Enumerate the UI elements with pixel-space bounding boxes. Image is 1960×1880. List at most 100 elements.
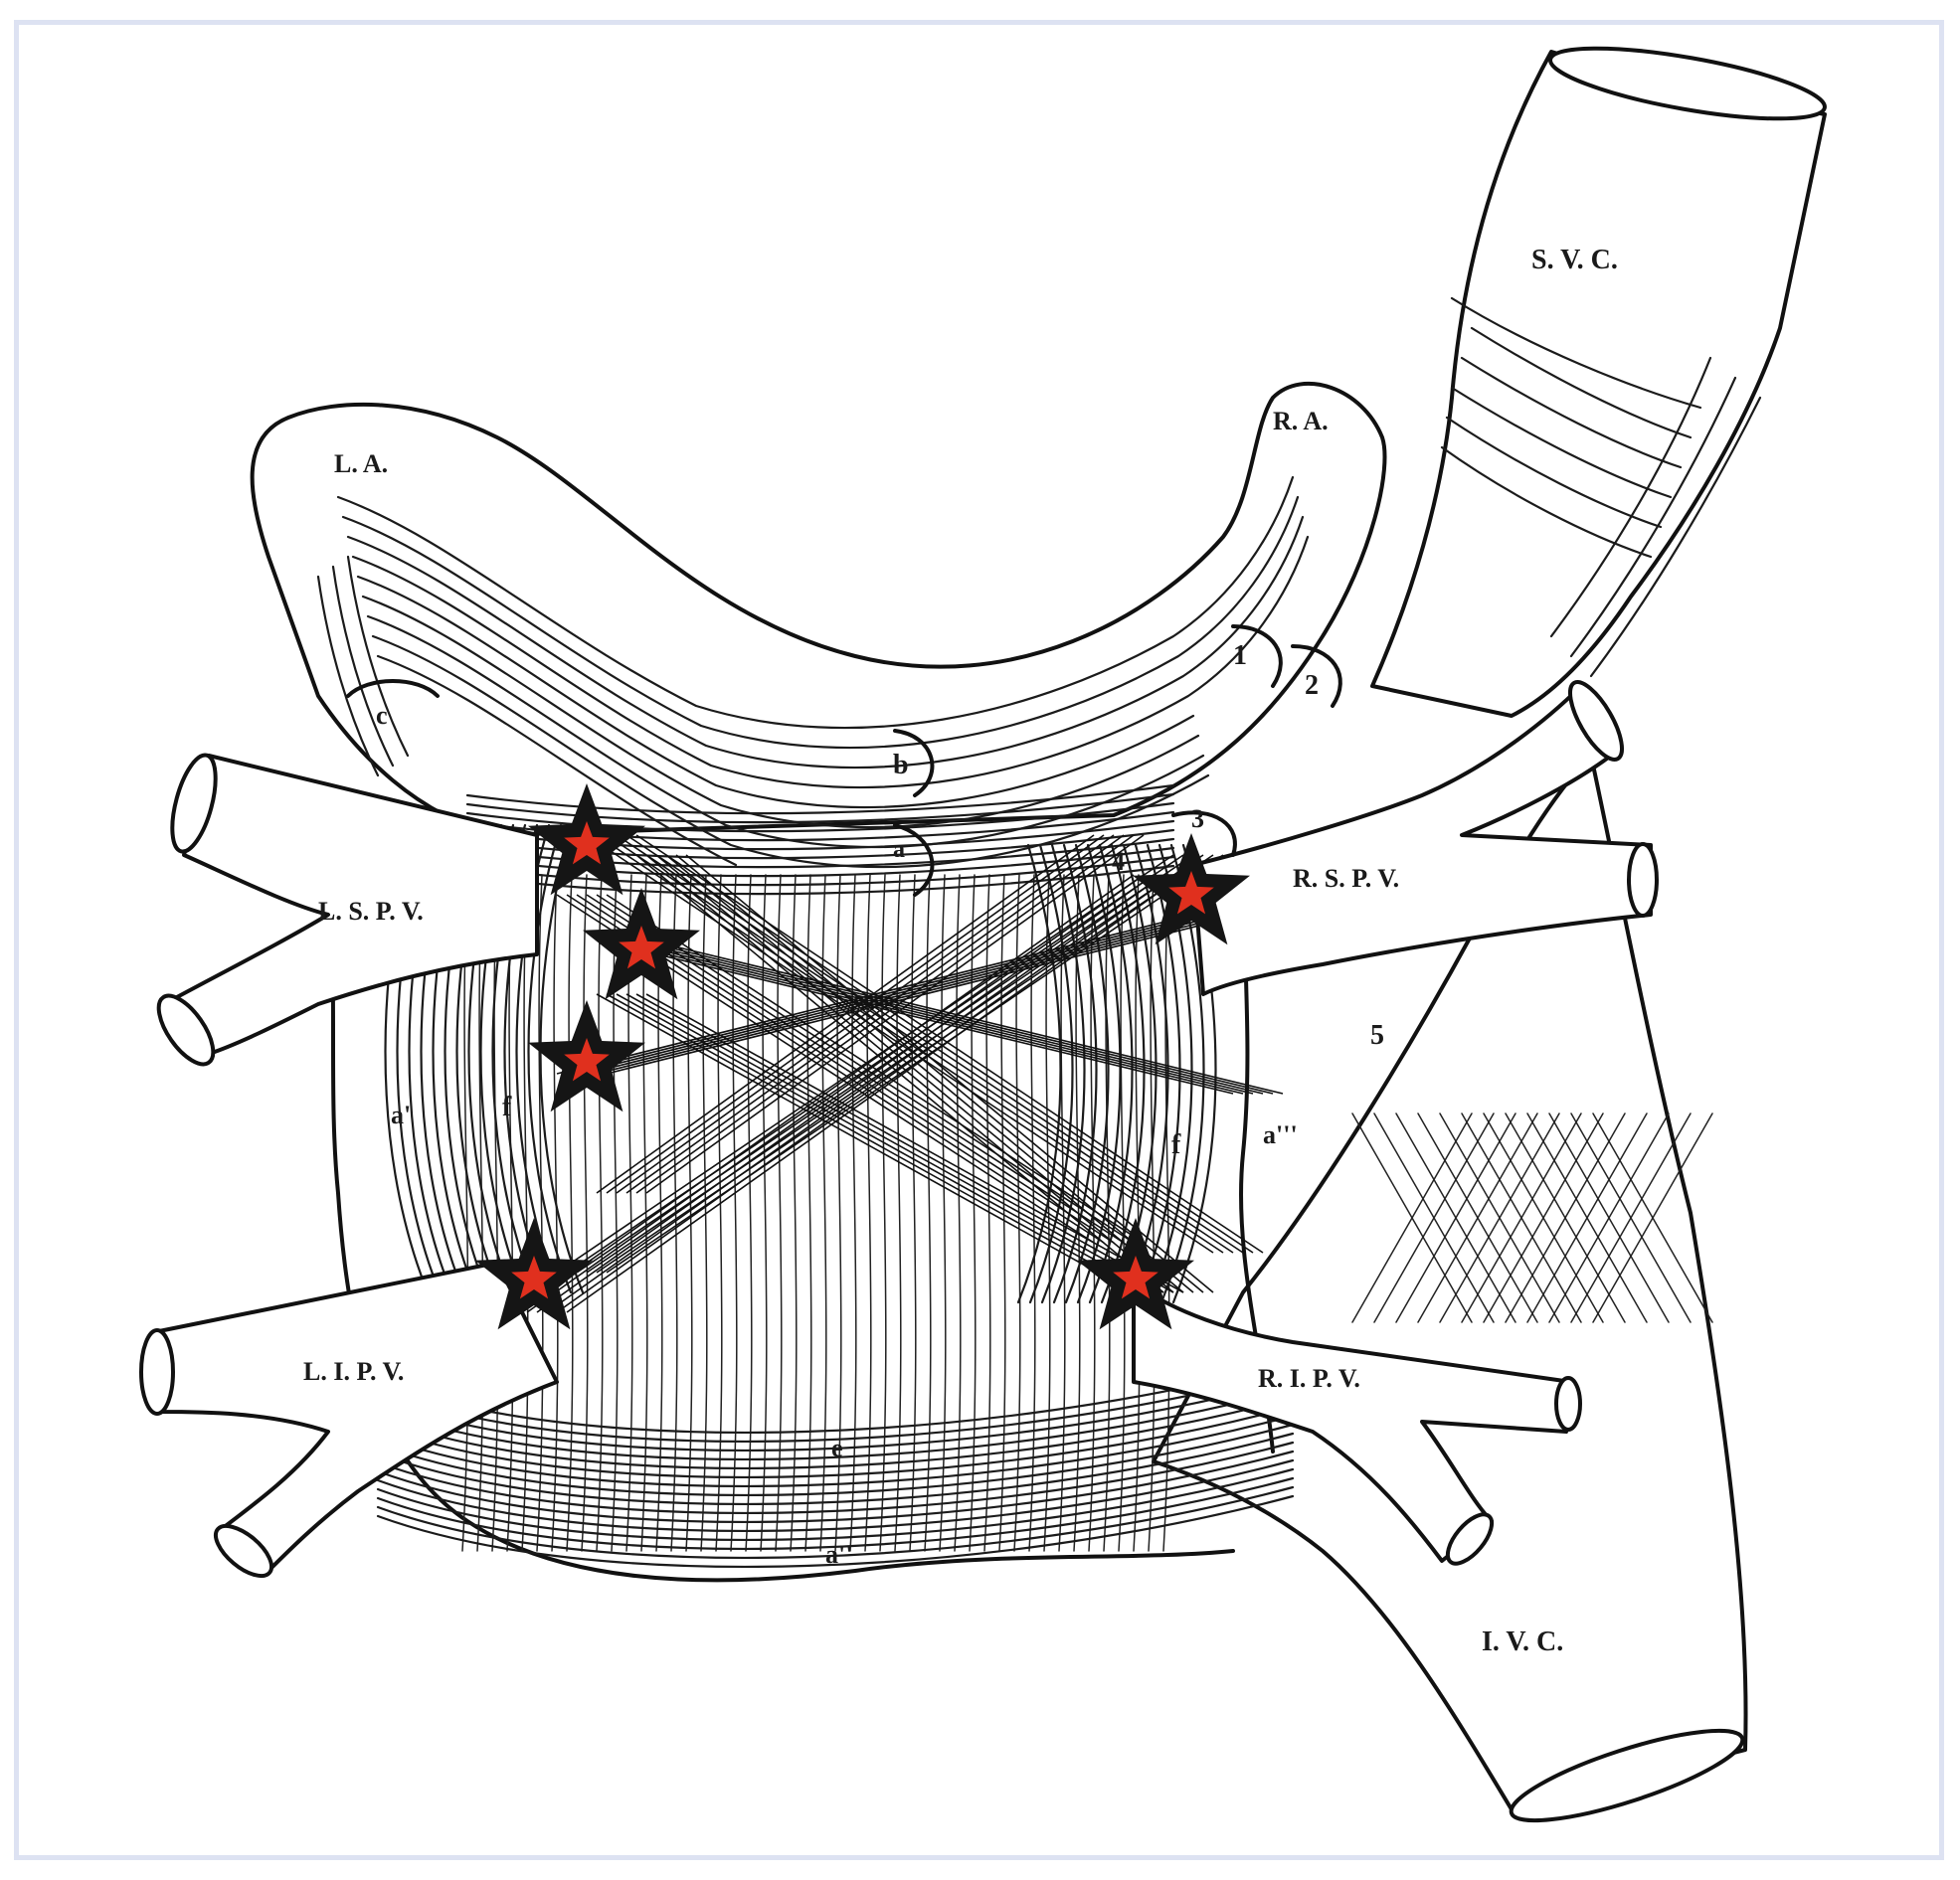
fiber-line bbox=[376, 1458, 1295, 1532]
fiber-line bbox=[596, 874, 604, 1552]
bundle-c-label: c bbox=[376, 701, 388, 730]
bundle-brackets bbox=[346, 624, 1342, 897]
ra-label: R. A. bbox=[1273, 407, 1329, 435]
fiber-line bbox=[625, 943, 1244, 1095]
fiber-line bbox=[536, 874, 544, 1552]
bundle-a-bottom-label: a'' bbox=[825, 1540, 852, 1569]
fiber-line bbox=[376, 1405, 1295, 1478]
fiber-line bbox=[909, 874, 917, 1552]
fiber-line bbox=[849, 874, 857, 1552]
star-icon bbox=[583, 888, 700, 1000]
ripv-vessel bbox=[1132, 1281, 1582, 1566]
fiber-line bbox=[576, 854, 1194, 1274]
fiber-line bbox=[1483, 1112, 1604, 1323]
fiber-line bbox=[1136, 843, 1181, 1304]
fiber-line bbox=[606, 834, 1234, 1254]
fiber-line bbox=[625, 993, 1164, 1293]
fiber-line bbox=[1417, 1112, 1538, 1323]
fiber-line bbox=[376, 1494, 1295, 1568]
fiber-line bbox=[376, 1387, 1295, 1460]
bundle-f-right-label: f bbox=[1171, 1129, 1181, 1160]
fiber-line bbox=[616, 943, 1234, 1095]
fiber-line bbox=[596, 854, 1214, 1274]
fiber-line bbox=[730, 874, 738, 1552]
fiber-line bbox=[376, 1485, 1295, 1559]
fiber-line bbox=[939, 874, 947, 1552]
fiber-line bbox=[1088, 874, 1096, 1552]
fiber-line bbox=[645, 834, 1145, 1194]
fiber-line bbox=[606, 894, 1145, 1244]
fiber-line bbox=[1439, 1112, 1560, 1323]
star-icon bbox=[1077, 1218, 1194, 1330]
fiber-line bbox=[586, 894, 1125, 1244]
bundle-f-left-label: f bbox=[502, 1092, 512, 1122]
fiber-line bbox=[551, 874, 559, 1552]
lspv-vessel bbox=[156, 753, 539, 1067]
fiber-line bbox=[376, 1450, 1295, 1523]
rspv-label: R. S. P. V. bbox=[1293, 864, 1399, 893]
ivc-label: I. V. C. bbox=[1482, 1626, 1563, 1657]
fiber-line bbox=[526, 874, 1145, 1313]
bundle-a-label: a bbox=[893, 837, 905, 863]
lspv-label: L. S. P. V. bbox=[318, 897, 424, 926]
fiber-line bbox=[879, 874, 887, 1552]
fiber-line bbox=[556, 914, 1194, 1075]
fiber-line bbox=[606, 854, 1224, 1274]
fiber-line bbox=[376, 1467, 1295, 1541]
fiber-line bbox=[566, 914, 1204, 1075]
fiber-line bbox=[581, 874, 589, 1552]
fiber-line bbox=[665, 854, 1194, 1293]
fiber-line bbox=[376, 1423, 1295, 1496]
fiber-line bbox=[775, 874, 783, 1552]
fiber-line bbox=[954, 874, 962, 1552]
fiber-line bbox=[527, 823, 573, 1294]
fiber-line bbox=[536, 874, 1155, 1313]
star-markers bbox=[475, 783, 1250, 1330]
fiber-line bbox=[491, 874, 499, 1552]
fiber-line bbox=[1570, 1112, 1692, 1323]
fiber-line bbox=[1395, 1112, 1516, 1323]
fiber-line bbox=[1351, 1112, 1473, 1323]
fiber-line bbox=[625, 834, 1125, 1194]
fiber-line bbox=[376, 1414, 1295, 1487]
fiber-line bbox=[1548, 1112, 1670, 1323]
fiber-line bbox=[635, 834, 1135, 1194]
ripv-label: R. I. P. V. bbox=[1258, 1364, 1360, 1393]
star-icon bbox=[1133, 833, 1250, 945]
fiber-line bbox=[465, 801, 1175, 833]
fiber-line bbox=[1373, 1112, 1495, 1323]
fiber-line bbox=[1064, 843, 1110, 1304]
bundle-a-right-label: a''' bbox=[1263, 1120, 1298, 1149]
fiber-line bbox=[476, 874, 484, 1552]
fiber-line bbox=[635, 834, 1264, 1254]
fiber-line bbox=[819, 874, 827, 1552]
atrial-roof bbox=[250, 381, 1387, 869]
fiber-line bbox=[635, 943, 1254, 1095]
star-icon bbox=[528, 1000, 645, 1112]
fiber-line bbox=[376, 1396, 1295, 1469]
fiber-line bbox=[376, 1476, 1295, 1550]
svc-label: S. V. C. bbox=[1531, 245, 1618, 275]
fiber-line bbox=[655, 854, 1184, 1293]
fiber-line bbox=[566, 874, 574, 1552]
fiber-line bbox=[376, 1432, 1295, 1505]
bundle-a-left-label: a' bbox=[391, 1101, 411, 1129]
fiber-line bbox=[596, 894, 1135, 1244]
lipv-label: L. I. P. V. bbox=[303, 1357, 404, 1386]
star-inner bbox=[564, 821, 610, 865]
fiber-line bbox=[611, 874, 619, 1552]
bundle-e-label: e bbox=[831, 1434, 843, 1462]
num-4-label: 4 bbox=[1112, 847, 1125, 876]
fiber-line bbox=[924, 874, 932, 1552]
fiber-line bbox=[1052, 843, 1098, 1304]
fiber-line bbox=[1133, 874, 1141, 1552]
fiber-line bbox=[596, 834, 1224, 1254]
fiber-line bbox=[834, 874, 842, 1552]
num-3-label: 3 bbox=[1191, 804, 1204, 833]
fiber-line bbox=[586, 854, 1204, 1274]
fiber-line bbox=[625, 834, 1254, 1254]
fiber-line bbox=[566, 854, 1184, 1274]
num-5-label: 5 bbox=[1370, 1020, 1384, 1051]
fiber-line bbox=[556, 854, 1174, 1274]
